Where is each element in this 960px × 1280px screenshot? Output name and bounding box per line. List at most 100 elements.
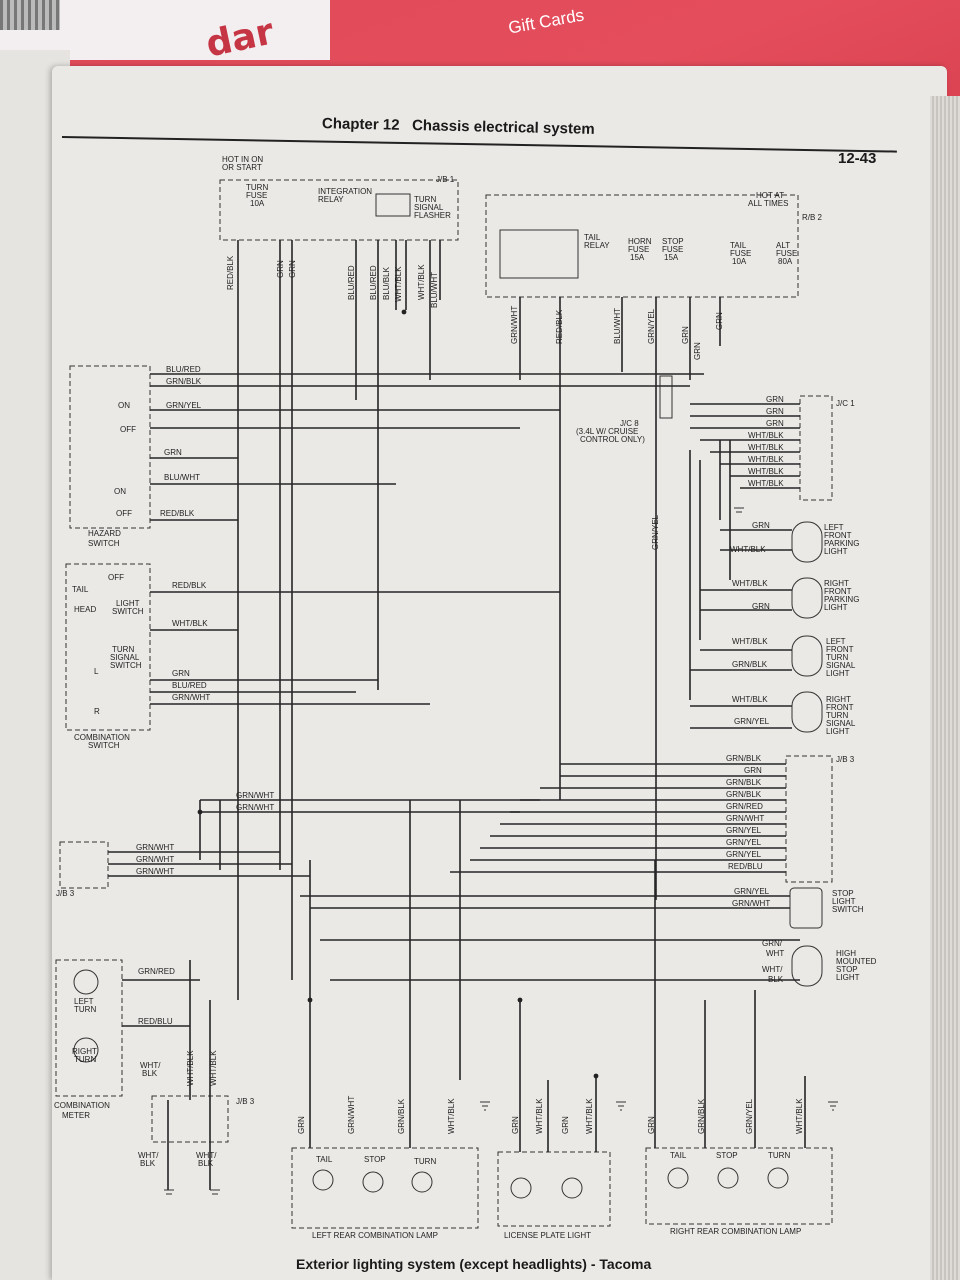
wire-label: BLU/WHT: [430, 272, 439, 308]
hazard-on-label-1: ON: [118, 401, 130, 410]
combination-meter-box: [55, 959, 123, 1097]
wire-label: BLU/WHT: [164, 473, 200, 482]
light-switch-label: LIGHT: [116, 599, 140, 608]
integration-relay-label-2: RELAY: [318, 195, 344, 204]
wire-label: GRN/BLK: [397, 1098, 406, 1134]
wire-label: BLU/RED: [369, 265, 378, 300]
wire-labels-horizontal: BLU/RED GRN/BLK GRN/YEL GRN BLU/WHT RED/…: [136, 365, 784, 1168]
wire-label: RED/BLK: [160, 509, 195, 518]
lr-tail-label: TAIL: [316, 1155, 333, 1164]
hazard-switch-box: [69, 365, 151, 529]
hm-stop-label-3: STOP: [836, 965, 858, 974]
tail-relay-label-2: RELAY: [584, 241, 610, 250]
lf-turn-label-4: SIGNAL: [826, 661, 856, 670]
rf-turn-label: RIGHT: [826, 695, 851, 704]
wire-label: GRN: [766, 407, 784, 416]
wire-label: BLK: [140, 1159, 156, 1168]
hazard-switch-label-2: SWITCH: [88, 539, 120, 548]
alt-fuse-label-2: FUSE: [776, 249, 797, 258]
wire-label: GRN/YEL: [726, 826, 762, 835]
turn-fuse-label-3: 10A: [250, 199, 265, 208]
wire-label: GRN/YEL: [734, 887, 770, 896]
wire-label: WHT/: [762, 965, 783, 974]
tail-relay-body: [499, 229, 579, 279]
wire-label: RED/BLK: [172, 581, 207, 590]
wire-label: GRN/BLK: [166, 377, 202, 386]
tail-fuse-label: TAIL: [730, 241, 747, 250]
splice-dots: [197, 309, 599, 1079]
diagram-caption: Exterior lighting system (except headlig…: [296, 1256, 652, 1272]
right-turn-meter-label-2: TURN: [74, 1055, 96, 1064]
wire-label: GRN: [164, 448, 182, 457]
integration-relay-label: INTEGRATION: [318, 187, 372, 196]
lf-parking-label-4: LIGHT: [824, 547, 848, 556]
lf-parking-label: LEFT: [824, 523, 844, 532]
wire-label: GRN: [288, 260, 297, 278]
rb2-box: [485, 194, 799, 298]
rf-turn-label-2: FRONT: [826, 703, 854, 712]
lr-combination-lamp-label: LEFT REAR COMBINATION LAMP: [312, 1231, 438, 1240]
wire-label: RED/BLU: [728, 862, 763, 871]
wire-label: WHT/: [196, 1151, 217, 1160]
rf-parking-label-4: LIGHT: [824, 603, 848, 612]
combination-meter-label-2: METER: [62, 1111, 90, 1120]
wire-label: WHT/BLK: [394, 266, 403, 302]
wire-label: WHT/BLK: [732, 579, 768, 588]
turn-fuse-label: TURN: [246, 183, 268, 192]
wire-label: BLU/RED: [347, 265, 356, 300]
page-number: 12-43: [838, 150, 877, 167]
wire-labels-vertical: RED/BLK GRN GRN BLU/RED BLU/RED BLU/BLK …: [186, 255, 804, 1134]
wire-label: GRN/YEL: [651, 514, 660, 550]
wire-label: GRN/RED: [726, 802, 763, 811]
wire-label: WHT/BLK: [447, 1098, 456, 1134]
jc1-label: J/C 1: [836, 399, 855, 408]
wire-label: WHT/BLK: [795, 1098, 804, 1134]
wire-label: GRN/WHT: [732, 899, 770, 908]
jb3-meter-box: [151, 1095, 229, 1143]
wire-label: GRN/BLK: [732, 660, 768, 669]
horizontal-wires: [108, 373, 800, 1027]
lf-turn-label-3: TURN: [826, 653, 848, 662]
wire-label: BLU/WHT: [613, 308, 622, 344]
turn-signal-switch-label-3: SWITCH: [110, 661, 142, 670]
wire-label: GRN: [752, 602, 770, 611]
cruise-label: (3.4L W/ CRUISE: [576, 427, 638, 436]
wire-label: GRN: [647, 1116, 656, 1134]
wire-label: BLK: [198, 1159, 214, 1168]
lr-turn-label: TURN: [414, 1157, 436, 1166]
hazard-on-label-2: ON: [114, 487, 126, 496]
wire-label: WHT/: [138, 1151, 159, 1160]
flasher-label: TURN: [414, 195, 436, 204]
rr-tail-label: TAIL: [670, 1151, 687, 1160]
alt-fuse-label-3: 80A: [778, 257, 793, 266]
hm-stop-label-4: LIGHT: [836, 973, 860, 982]
wire-label: GRN: [681, 326, 690, 344]
wire-label: GRN/WHT: [136, 843, 174, 852]
turn-signal-switch-label: TURN: [112, 645, 134, 654]
wire-label: GRN/BLK: [726, 754, 762, 763]
jc1-connector-box: [799, 395, 833, 501]
light-switch-label-2: SWITCH: [112, 607, 144, 616]
combination-switch-label-2: SWITCH: [88, 741, 120, 750]
combination-switch-label: COMBINATION: [74, 733, 130, 742]
wire-label: GRN/WHT: [172, 693, 210, 702]
wire-label: WHT/BLK: [732, 695, 768, 704]
left-turn-meter-label-2: TURN: [74, 1005, 96, 1014]
ground-symbols: [164, 507, 838, 1195]
rb2-label: R/B 2: [802, 213, 823, 222]
wire-label: GRN: [766, 395, 784, 404]
rr-combination-lamp-label: RIGHT REAR COMBINATION LAMP: [670, 1227, 801, 1236]
rf-parking-label: RIGHT: [824, 579, 849, 588]
tail-relay-label: TAIL: [584, 233, 601, 242]
left-rear-lamp-box: [291, 1147, 479, 1229]
wire-label: GRN/WHT: [510, 306, 519, 344]
wire-label: GRN: [172, 669, 190, 678]
left-turn-meter-label: LEFT: [74, 997, 94, 1006]
tail-fuse-label-2: FUSE: [730, 249, 751, 258]
flasher-body: [375, 193, 411, 217]
lr-stop-label: STOP: [364, 1155, 386, 1164]
stop-fuse-label-2: FUSE: [662, 245, 683, 254]
stop-light-switch-label-2: LIGHT: [832, 897, 856, 906]
wire-label: WHT/BLK: [186, 1050, 195, 1086]
wire-label: WHT: [766, 949, 784, 958]
